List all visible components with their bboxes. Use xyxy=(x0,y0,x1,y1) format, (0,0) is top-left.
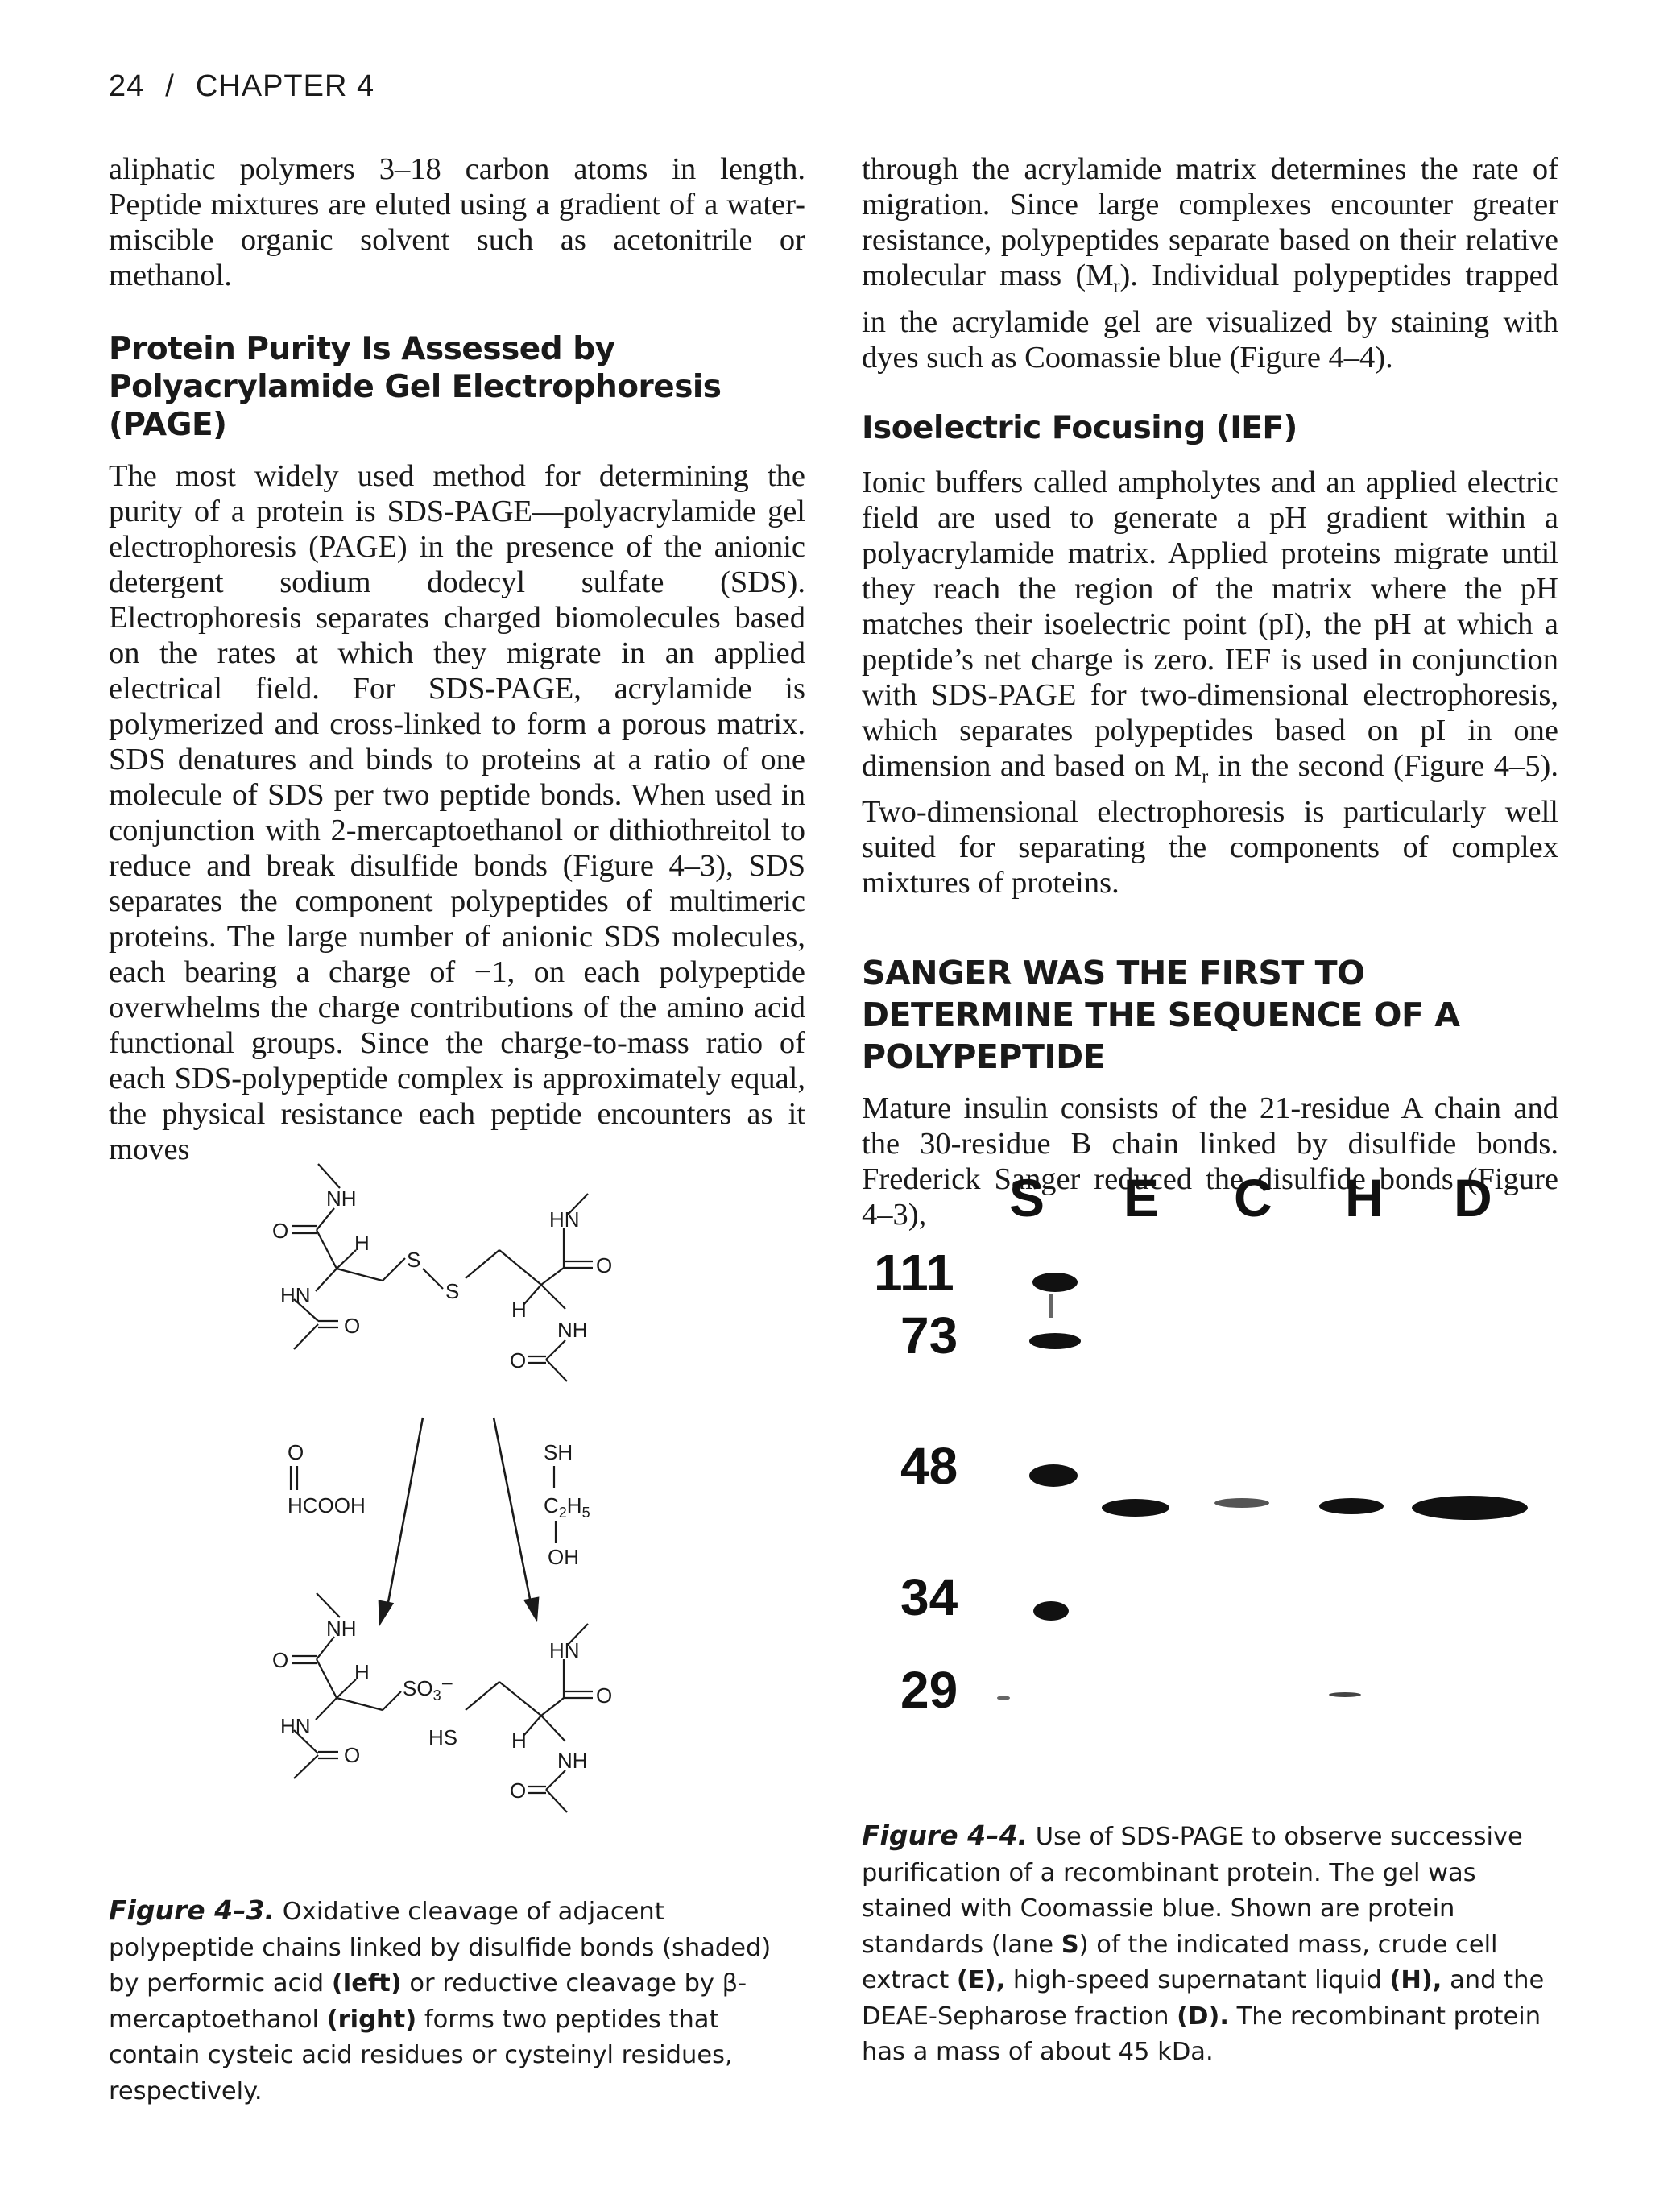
lane-label-c: C xyxy=(1234,1168,1272,1228)
atom-nh: NH xyxy=(557,1749,588,1773)
atom-hn: HN xyxy=(549,1207,580,1232)
atom-o: O xyxy=(272,1219,288,1243)
atom-h: H xyxy=(511,1729,527,1753)
right-column: through the acrylamide matrix determines… xyxy=(862,151,1558,1232)
group-hs: HS xyxy=(428,1725,457,1749)
marker-73: 73 xyxy=(900,1306,958,1364)
band-s-111 xyxy=(1032,1273,1078,1292)
band-d-48 xyxy=(1412,1496,1528,1520)
band-c-48 xyxy=(1214,1498,1269,1508)
top-structure-atoms: NH O H HN O S S HN O H NH O xyxy=(272,1186,612,1373)
atom-o: O xyxy=(272,1648,288,1672)
reagent-c2h5: C2H5 xyxy=(544,1493,590,1521)
group-so3: SO3− xyxy=(403,1671,453,1704)
running-header: 24 / CHAPTER 4 xyxy=(109,69,374,104)
sanger-paragraph: Mature insulin consists of the 21-residu… xyxy=(862,1091,1558,1232)
left-column: aliphatic polymers 3–18 carbon atoms in … xyxy=(109,151,805,1167)
band-s-48 xyxy=(1029,1464,1078,1487)
lane-label-h: H xyxy=(1345,1168,1384,1228)
intro-paragraph: aliphatic polymers 3–18 carbon atoms in … xyxy=(109,152,805,292)
page-number: 24 xyxy=(109,69,145,103)
atom-o: O xyxy=(596,1253,612,1277)
header-separator: / xyxy=(165,69,175,103)
reaction-arrows xyxy=(378,1417,540,1627)
atom-o: O xyxy=(510,1778,526,1803)
atom-o: O xyxy=(288,1440,304,1464)
atom-h: H xyxy=(354,1660,370,1684)
atom-h: H xyxy=(511,1298,527,1322)
atom-nh: NH xyxy=(326,1617,357,1641)
marker-48: 48 xyxy=(900,1437,958,1495)
gel-bands xyxy=(997,1273,1528,1700)
atom-hn: HN xyxy=(549,1638,580,1662)
arrow-head-right xyxy=(523,1596,540,1623)
band-h-48 xyxy=(1319,1498,1384,1514)
reagent-bonds xyxy=(289,1466,557,1543)
atom-nh: NH xyxy=(557,1318,588,1342)
lane-label-d: D xyxy=(1454,1168,1492,1228)
marker-34: 34 xyxy=(900,1568,958,1626)
reagent-sh: SH xyxy=(544,1440,573,1464)
ief-paragraph: Ionic buffers called ampholytes and an a… xyxy=(862,465,1558,901)
band-s-73 xyxy=(1029,1333,1081,1349)
section-heading-page: Protein Purity Is Assessed by Polyacryla… xyxy=(109,331,722,443)
page-paragraph: The most widely used method for determin… xyxy=(109,459,805,1166)
bottom-structure-atoms: NH O H HN O SO3− HS HN O H NH O xyxy=(272,1617,612,1803)
section-heading-ief: Isoelectric Focusing (IEF) xyxy=(862,409,1297,446)
atom-s: S xyxy=(445,1279,459,1303)
bottom-structure-bonds xyxy=(292,1592,593,1813)
marker-29: 29 xyxy=(900,1661,958,1719)
atom-hn: HN xyxy=(280,1283,311,1307)
band-s-smear xyxy=(1049,1294,1053,1318)
atom-h: H xyxy=(354,1231,370,1255)
lane-labels: S E C H D xyxy=(1009,1168,1492,1228)
figure-4-4-gel: S E C H D 111 73 48 34 29 xyxy=(874,1168,1528,1719)
section-heading-sanger: SANGER WAS THE FIRST TO DETERMINE THE SE… xyxy=(862,954,1460,1077)
atom-o: O xyxy=(344,1743,360,1767)
top-structure-bonds xyxy=(292,1163,593,1382)
atom-nh: NH xyxy=(326,1186,357,1211)
lane-label-s: S xyxy=(1009,1168,1045,1228)
chapter-label: CHAPTER 4 xyxy=(195,69,375,103)
reagent-oh: OH xyxy=(548,1545,579,1569)
reagent-hcooh: HCOOH xyxy=(288,1493,366,1517)
lane-label-e: E xyxy=(1123,1168,1159,1228)
band-s-34 xyxy=(1033,1601,1069,1621)
migration-paragraph: through the acrylamide matrix determines… xyxy=(862,152,1558,375)
band-e-48 xyxy=(1102,1499,1169,1517)
atom-o: O xyxy=(596,1683,612,1708)
atom-hn: HN xyxy=(280,1714,311,1738)
atom-s: S xyxy=(407,1248,420,1272)
atom-o: O xyxy=(510,1348,526,1373)
marker-111: 111 xyxy=(874,1244,954,1302)
band-s-29 xyxy=(997,1696,1010,1700)
figure-4-4-caption: Figure 4–4. Use of SDS-PAGE to observe s… xyxy=(862,1820,1545,2066)
arrow-head-left xyxy=(378,1600,395,1627)
reagent-labels: O HCOOH SH C2H5 OH xyxy=(288,1440,590,1569)
atom-o: O xyxy=(344,1314,360,1338)
figure-4-3-caption: Figure 4–3. Oxidative cleavage of adjace… xyxy=(109,1894,772,2105)
figure-4-3-diagram: NH O H HN O S S HN O H NH O O HCOOH SH C… xyxy=(272,1163,612,1813)
band-h-29 xyxy=(1329,1692,1361,1697)
marker-labels: 111 73 48 34 29 xyxy=(874,1244,958,1719)
